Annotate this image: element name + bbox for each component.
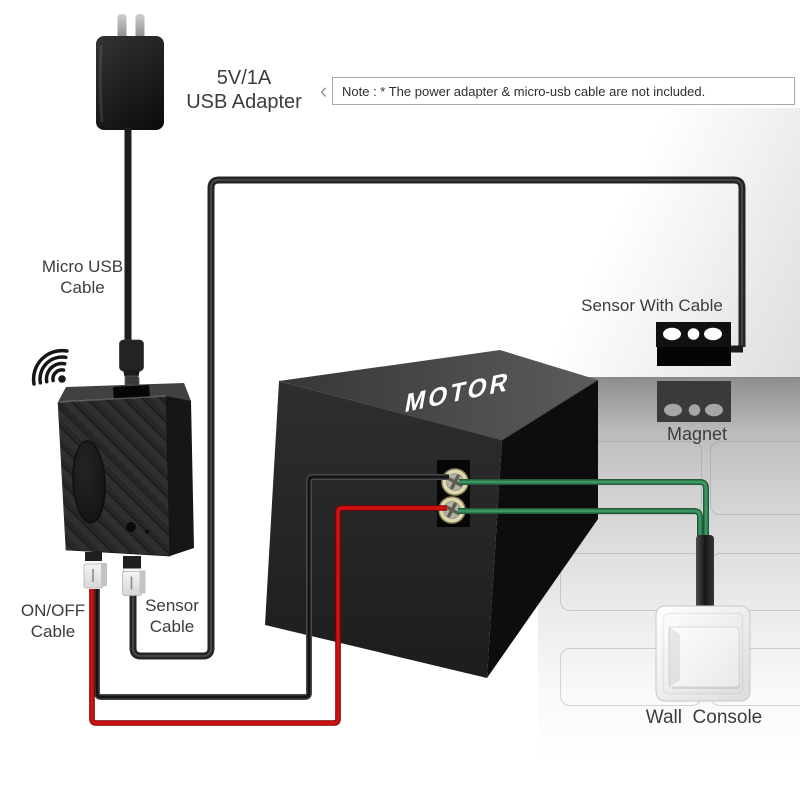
wall-console — [655, 605, 751, 702]
device-oval-recess — [72, 440, 106, 524]
door-panel — [710, 441, 800, 515]
adapter-label-line2: USB Adapter — [186, 91, 302, 114]
smart-switch-device — [57, 383, 194, 573]
note-pointer-icon: ‹ — [320, 78, 328, 103]
magnet-label: Magnet — [666, 424, 728, 444]
adapter-body — [96, 36, 164, 130]
note-text: Note : * The power adapter & micro-usb c… — [342, 83, 706, 99]
usb-adapter-label: 5V/1A USB Adapter — [160, 66, 328, 115]
sensor-connector — [122, 568, 146, 596]
onoff-connector — [83, 561, 107, 589]
device-button — [126, 522, 136, 532]
magnet-hole — [688, 404, 701, 416]
motor-right-face — [487, 380, 598, 678]
onoff-wire-black — [94, 474, 449, 700]
wifi-icon — [31, 348, 69, 386]
micro-usb-label-line2: Cable — [60, 277, 105, 297]
onoff-cable-label: ON/OFF Cable — [2, 601, 104, 642]
note-box: ‹ Note : * The power adapter & micro-usb… — [320, 77, 795, 105]
wall-console-label: Wall Console — [645, 707, 763, 728]
onoff-label-line1: ON/OFF — [20, 601, 86, 620]
micro-usb-plug — [119, 339, 144, 388]
adapter-prong — [135, 14, 145, 40]
adapter-label-line1: 5V/1A — [216, 67, 272, 89]
sensor-cable-label: Sensor Cable — [124, 596, 220, 637]
device-side-face — [166, 396, 194, 556]
sensor-cable-label-line1: Sensor — [145, 596, 199, 615]
console-button-fold — [669, 627, 680, 687]
magnet — [657, 381, 731, 422]
magnet-hole — [664, 403, 682, 417]
device-led — [145, 529, 149, 534]
console-button — [668, 626, 740, 688]
sensor-cable-label-line2: Cable — [149, 616, 195, 636]
console-cable — [696, 535, 714, 611]
sensor-hole — [704, 327, 722, 341]
sensor-with-cable-label: Sensor With Cable — [581, 296, 723, 315]
motor-body — [265, 350, 599, 678]
motor-terminal-block — [437, 460, 470, 527]
motor-front-face — [265, 381, 502, 678]
green-wire-lower — [458, 508, 703, 541]
micro-usb-cable-label: Micro USB Cable — [10, 257, 155, 298]
sensor-hole — [663, 327, 681, 341]
onoff-label-line2: Cable — [30, 621, 76, 641]
magnet-hole — [705, 403, 723, 417]
device-usb-port — [113, 385, 150, 399]
motor-top-face — [279, 350, 598, 440]
usb-adapter — [96, 14, 164, 388]
sensor-hole — [687, 328, 700, 340]
onoff-wire-red — [89, 505, 447, 726]
adapter-prong — [117, 14, 127, 40]
micro-usb-label-line1: Micro USB — [41, 257, 124, 276]
green-wire-upper — [459, 479, 709, 541]
door-sensor — [656, 322, 731, 366]
